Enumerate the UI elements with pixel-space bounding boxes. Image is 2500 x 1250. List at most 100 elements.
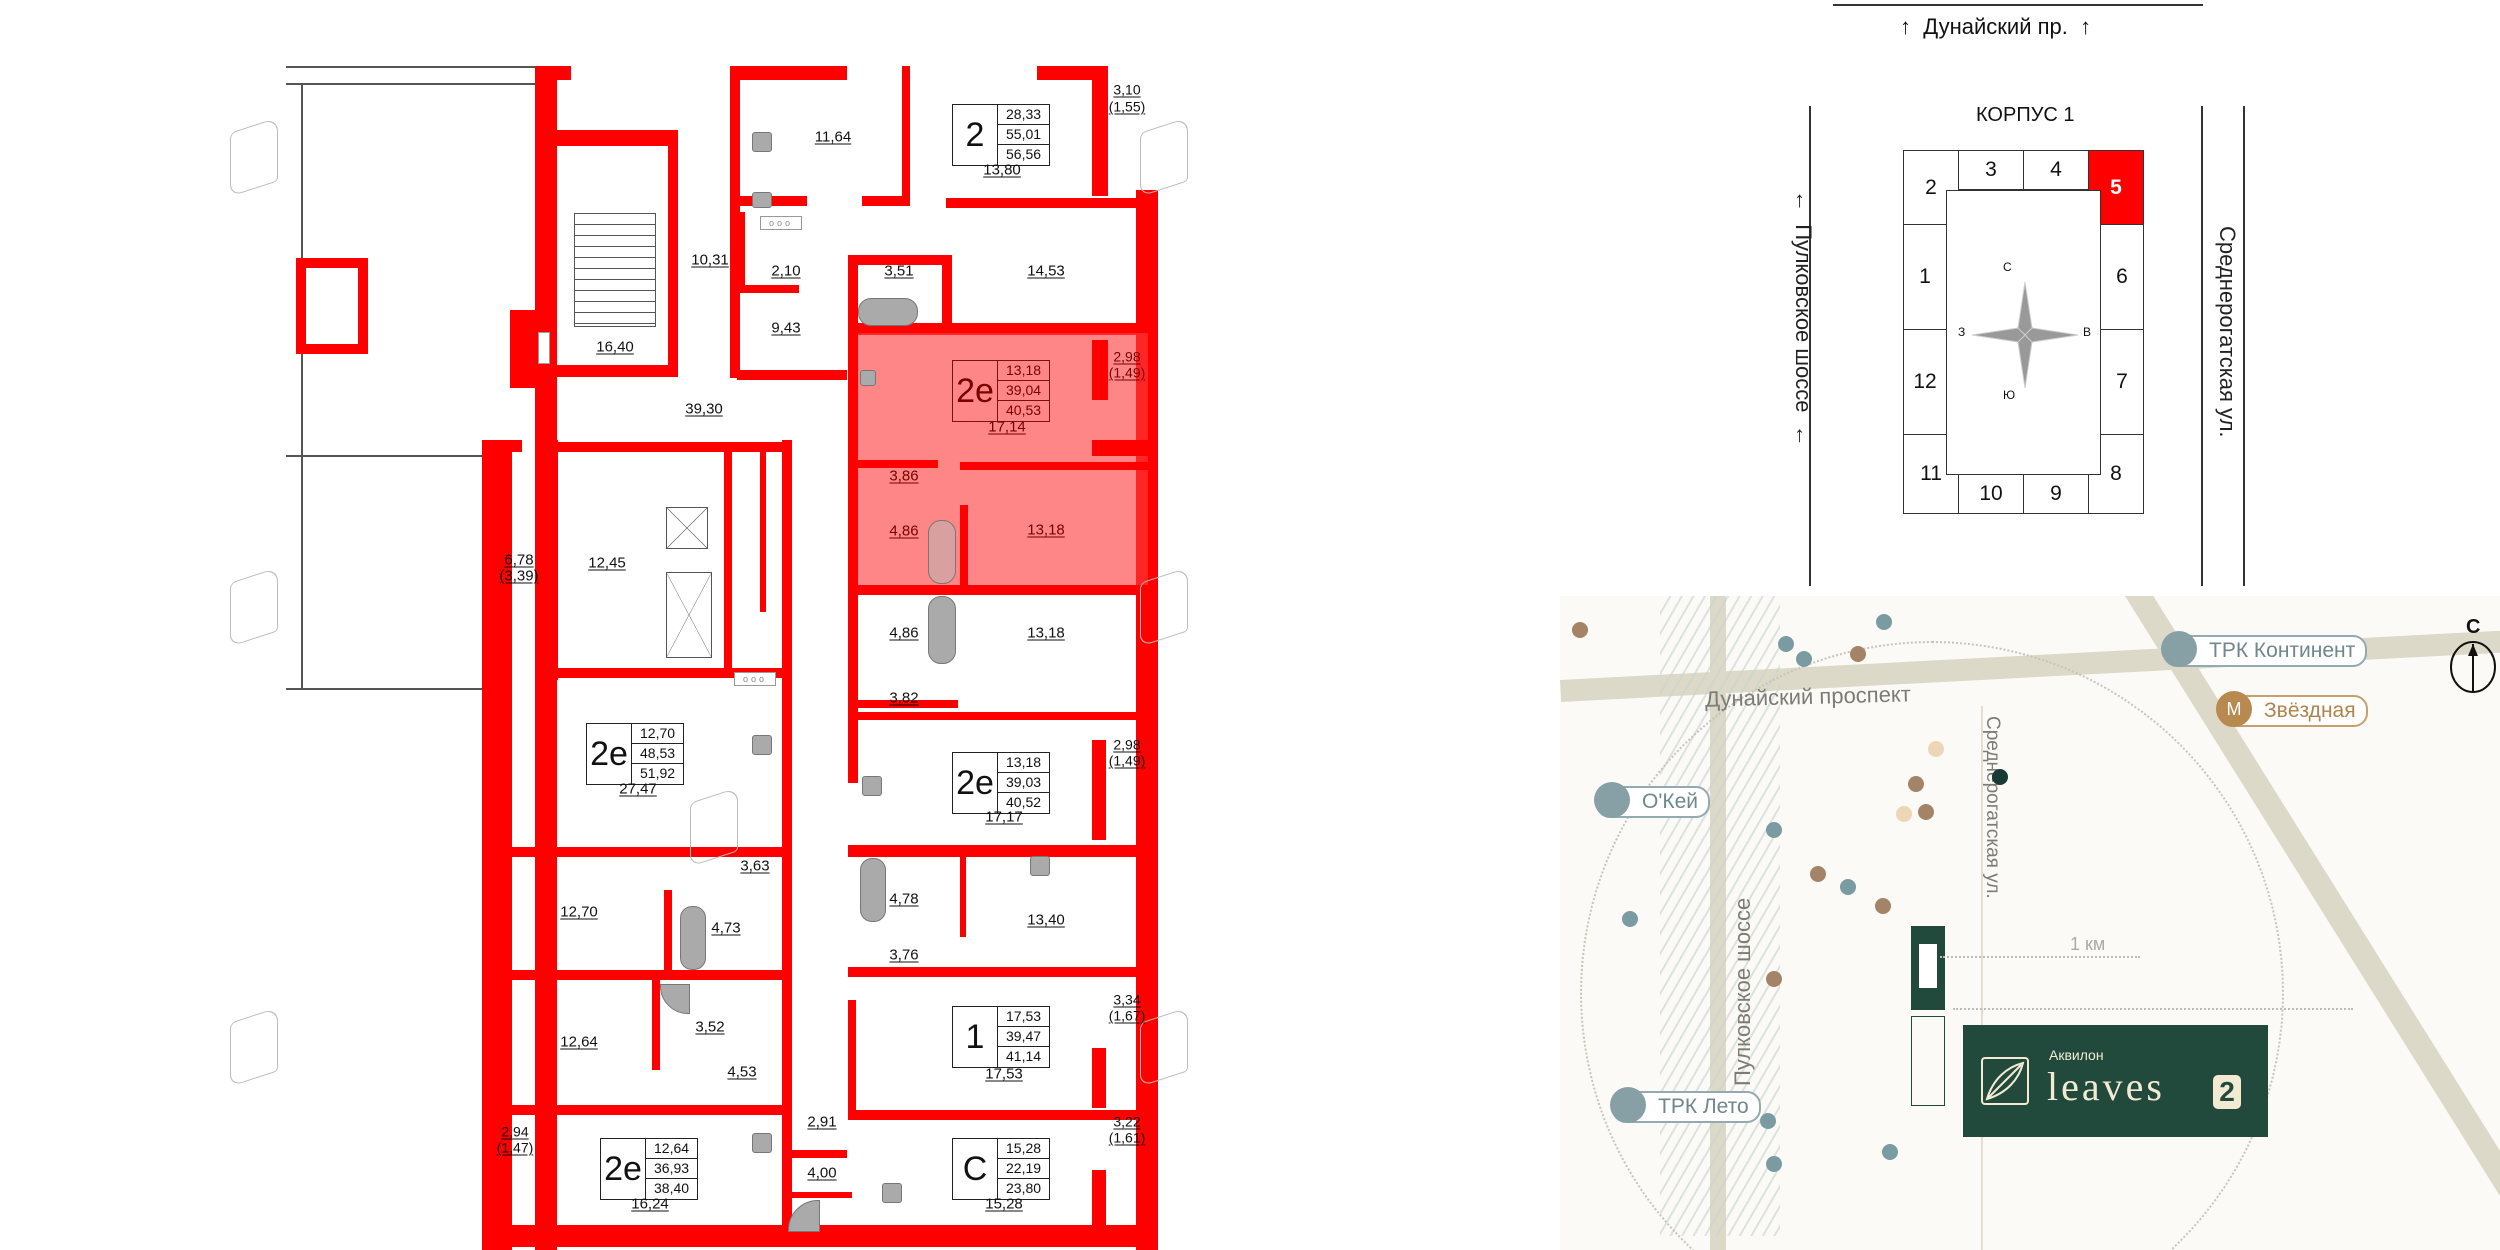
- map-dot: [1760, 1113, 1776, 1129]
- section-12[interactable]: 12: [1903, 329, 1947, 435]
- apartment-card[interactable]: С 15,28 22,19 23,80: [952, 1138, 1051, 1200]
- watermark: [1140, 117, 1188, 197]
- poi-name: О'Кей: [1642, 790, 1698, 813]
- outer-wall-top: [535, 66, 571, 80]
- room-area: 13,18: [1027, 521, 1065, 539]
- apartment-type: С: [953, 1139, 998, 1199]
- living-area: 15,28: [998, 1139, 1050, 1159]
- stove-icon: [752, 1133, 772, 1153]
- street-line-top: [1833, 4, 2203, 6]
- section-6[interactable]: 6: [2100, 224, 2144, 330]
- apartment-type: 2е: [953, 361, 998, 421]
- living-area: 28,33: [998, 105, 1050, 125]
- brand-plate: Аквилон leaves 2: [1963, 1025, 2268, 1137]
- apartment-card[interactable]: 1 17,53 39,47 41,14: [952, 1006, 1051, 1068]
- map-dot: [1572, 622, 1588, 638]
- room-area: 13,40: [1027, 911, 1065, 929]
- apartment-card[interactable]: 2е 12,64 36,93 38,40: [600, 1138, 699, 1200]
- balcony-area-reduced: (1,49): [1108, 752, 1146, 769]
- area-with-balcony: 51,92: [640, 765, 676, 781]
- poi-trk-leto[interactable]: ТРК Лето: [1610, 1087, 1761, 1123]
- room-area: 9,43: [771, 319, 801, 337]
- room-area: 4,00: [807, 1164, 837, 1182]
- total-area: 39,47: [998, 1027, 1050, 1047]
- wall: [848, 460, 938, 468]
- location-map: Дунайский проспект Среднерогатская ул. П…: [1560, 596, 2500, 1250]
- area-with-balcony: 41,14: [1006, 1048, 1042, 1064]
- stove-icon: [752, 132, 772, 152]
- section-10[interactable]: 10: [1958, 474, 2024, 514]
- wall: [1092, 440, 1152, 456]
- distance-line: [1953, 1008, 2353, 1010]
- section-1[interactable]: 1: [1903, 224, 1947, 330]
- wall: [737, 370, 847, 380]
- room-area: 16,40: [596, 338, 634, 356]
- total-area: 36,93: [646, 1159, 698, 1179]
- section-9[interactable]: 9: [2023, 474, 2089, 514]
- room-area: 17,14: [988, 418, 1026, 436]
- map-dot: [1840, 879, 1856, 895]
- watermark: [230, 117, 278, 197]
- area-with-balcony: 56,56: [1006, 146, 1042, 162]
- street-label: Дунайский проспект: [1704, 681, 1912, 712]
- section-4[interactable]: 4: [2023, 150, 2089, 190]
- apartment-type: 2е: [587, 724, 632, 784]
- total-area: 22,19: [998, 1159, 1050, 1179]
- map-dot: [1796, 651, 1812, 667]
- building-outline: [1911, 1016, 1945, 1106]
- map-dot: [1908, 776, 1924, 792]
- wall: [848, 1000, 856, 1110]
- arrow-up-icon: ↑: [1900, 14, 1911, 39]
- watermark: [230, 1007, 278, 1087]
- brand-name: leaves: [2047, 1064, 2165, 1109]
- wall: [737, 285, 799, 293]
- wall: [737, 196, 807, 206]
- apartment-card[interactable]: 2 28,33 55,01 56,56: [952, 104, 1051, 166]
- map-dot: [1875, 898, 1891, 914]
- outer-wall-top: [1037, 66, 1107, 80]
- wall: [848, 845, 1158, 857]
- compass-rose-icon: [1971, 281, 2079, 389]
- building-label: КОРПУС 1: [1976, 104, 2075, 126]
- balcony-area: 6,78: [504, 551, 534, 569]
- apartment-type: 2: [953, 105, 998, 165]
- total-area: 39,03: [998, 773, 1050, 793]
- apartment-card[interactable]: 2е 13,18 39,03 40,52: [952, 752, 1051, 814]
- room-area: 17,17: [985, 808, 1023, 826]
- map-dot: [1876, 614, 1892, 630]
- elevator-shaft: [666, 572, 712, 658]
- wall: [664, 890, 672, 970]
- poi-name: ТРК Лето: [1658, 1095, 1749, 1118]
- section-7[interactable]: 7: [2100, 329, 2144, 435]
- room-area: 3,51: [884, 262, 914, 280]
- apartment-card[interactable]: 2е 12,70 48,53 51,92: [586, 723, 685, 785]
- balcony-area-reduced: (3,39): [499, 567, 539, 585]
- brand-small: Аквилон: [2049, 1047, 2104, 1063]
- section-3[interactable]: 3: [1958, 150, 2024, 190]
- wall: [848, 967, 1158, 977]
- column-core: [306, 268, 358, 344]
- balcony-area: 3,22: [1113, 1113, 1141, 1130]
- map-dot: [1778, 636, 1794, 652]
- balcony-area-reduced: (1,47): [496, 1139, 534, 1156]
- staircase: [574, 213, 656, 327]
- arrow-up-icon: ↑: [2080, 14, 2092, 39]
- street-label: Среднерогатская ул.: [1982, 716, 2003, 899]
- watermark: [1140, 1007, 1188, 1087]
- poi-trk-kontinent[interactable]: ТРК Континент: [2161, 631, 2368, 667]
- balcony-area: 2,94: [501, 1123, 529, 1140]
- poi-okey[interactable]: О'Кей: [1594, 782, 1710, 818]
- room-area: 12,64: [560, 1033, 598, 1051]
- apartment-type: 2е: [601, 1139, 646, 1199]
- wall: [538, 1105, 554, 1250]
- compass-east: В: [2083, 325, 2092, 339]
- apartment-card-selected[interactable]: 2е 13,18 39,04 40,53: [952, 360, 1051, 422]
- wall: [848, 323, 1158, 335]
- stove-icon: [862, 776, 882, 796]
- room-area: 27,47: [619, 780, 657, 798]
- room-area: 11,64: [814, 128, 852, 146]
- wall: [724, 442, 732, 672]
- hall-area: 39,30: [685, 400, 723, 418]
- room-area: 3,63: [740, 857, 770, 875]
